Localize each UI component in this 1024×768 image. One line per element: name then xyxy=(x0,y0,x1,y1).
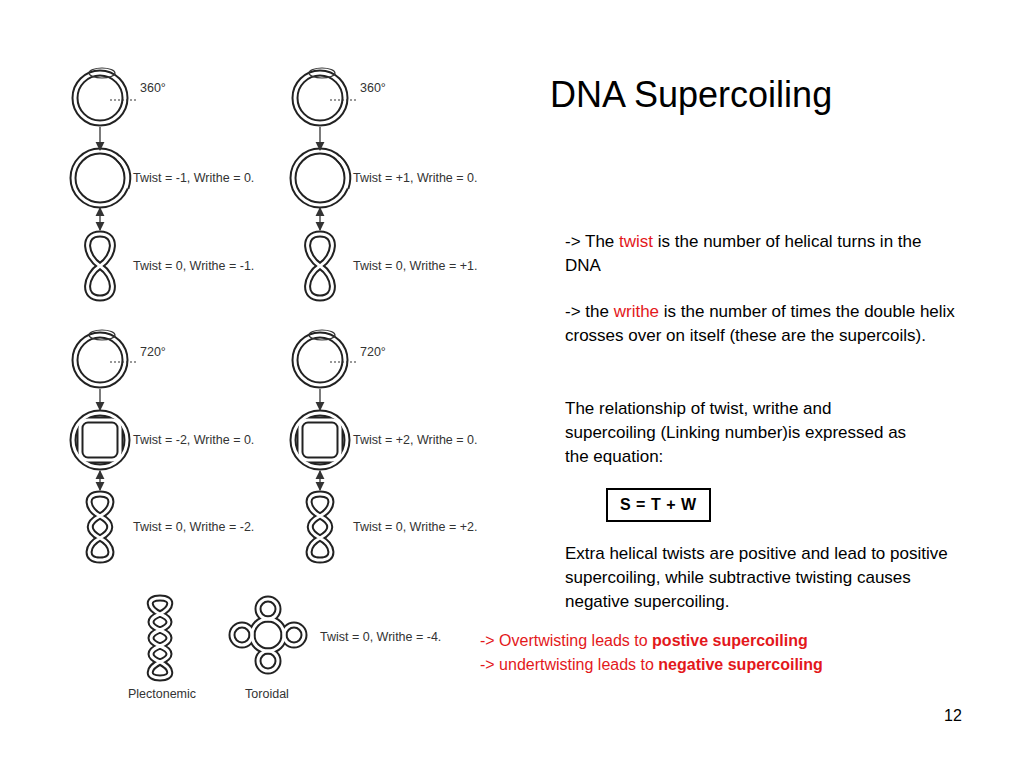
highlight-term: negative supercoiling xyxy=(658,656,822,673)
figure-caption: Toroidal xyxy=(245,686,289,702)
equation-text: S = T + W xyxy=(620,495,697,515)
dna-inner xyxy=(73,73,348,678)
twist-label: Twist = -1, Writhe = 0. xyxy=(133,170,254,186)
angle-label: 360° xyxy=(140,80,166,96)
highlight-term: twist xyxy=(619,232,653,251)
twist-label: Twist = -2, Writhe = 0. xyxy=(133,432,254,448)
text-paragraph: The relationship of twist, writhe and su… xyxy=(565,397,925,469)
angle-label: 720° xyxy=(360,344,386,360)
twist-label: Twist = 0, Writhe = +2. xyxy=(353,519,477,535)
highlight-term: writhe xyxy=(614,302,659,321)
twist-label: Twist = 0, Writhe = +1. xyxy=(353,258,477,274)
angle-label: 360° xyxy=(360,80,386,96)
twist-label: Twist = +1, Writhe = 0. xyxy=(353,170,477,186)
slide-title: DNA Supercoiling xyxy=(550,74,832,116)
text-paragraph: -> undertwisting leads tonegative superc… xyxy=(480,654,827,676)
highlight-term: postive supercoiling xyxy=(652,632,808,649)
arrows xyxy=(100,127,320,490)
angle-label: 720° xyxy=(140,344,166,360)
body-text: Extra helical twists are positive and le… xyxy=(565,544,948,611)
dna-outline xyxy=(73,73,348,678)
text-paragraph: Extra helical twists are positive and le… xyxy=(565,542,960,614)
body-text: is the number of helical turns in the DN… xyxy=(565,232,921,275)
note-text: -> Overtwisting leads to xyxy=(480,632,648,649)
twist-label: Twist = 0, Writhe = -1. xyxy=(133,258,254,274)
twist-label: Twist = +2, Writhe = 0. xyxy=(353,432,477,448)
body-text: -> The xyxy=(565,232,614,251)
note-text: -> undertwisting leads to xyxy=(480,656,654,673)
body-text: The relationship of twist, writhe and su… xyxy=(565,399,906,466)
figure-caption: Plectonemic xyxy=(128,686,196,702)
page-number: 12 xyxy=(944,708,962,724)
text-paragraph: -> The twistis the number of helical turn… xyxy=(565,230,925,278)
twist-label: Twist = 0, Writhe = -4. xyxy=(320,629,441,645)
twist-label: Twist = 0, Writhe = -2. xyxy=(133,519,254,535)
twist-markers xyxy=(89,68,356,362)
text-paragraph: -> thewritheis the number of times the d… xyxy=(565,300,960,348)
body-text: -> the xyxy=(565,302,609,321)
equation-box: S = T + W xyxy=(606,488,711,522)
text-paragraph: -> Overtwisting leads topostive supercoi… xyxy=(480,630,812,652)
